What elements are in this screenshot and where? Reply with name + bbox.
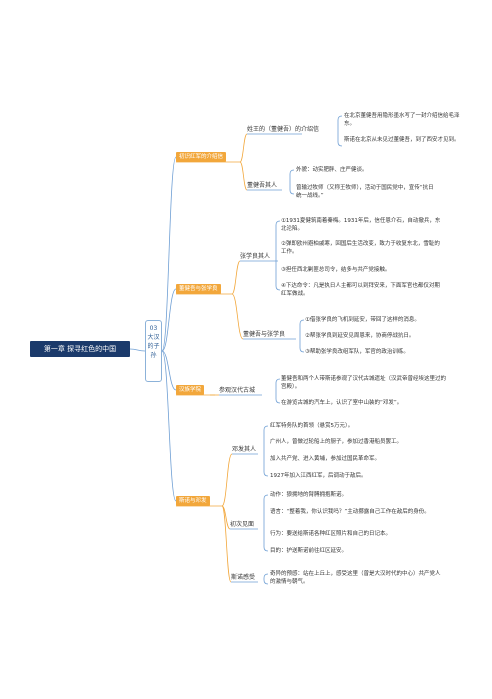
leaf-item: 行为：要送给斯诺各种红区照片和自己的日记本。 [270,531,392,537]
connector-line [231,293,244,340]
branch-letter[interactable]: 初识红军的介绍信 [176,152,227,162]
bracket-line [263,425,269,477]
leaf-item: ①1931夏健筑南着秦梅。1931年后，信任恩介石，自动撤兵，东北沦陷。 [281,218,441,232]
topic-dengfa[interactable]: 邓发其人 [232,446,256,454]
topic-snow-feeling[interactable]: 斯诺感受 [231,574,255,582]
connector-line [221,505,232,583]
bracket-line [263,494,269,552]
topic-label: 参观汉代古城 [219,387,256,394]
leaf-item: 在北京董健吾用隐形墨水写了一封介绍信给毛泽东。 [344,113,460,127]
topic-visit-han-city[interactable]: 参观汉代古城 [219,387,255,395]
topic-label: 张学良其人 [240,253,271,260]
connector-line [161,350,177,391]
bracket-line [289,169,295,195]
leaf-item: 红军特务队的首领（悬赏5万元）。 [270,423,354,429]
branch-label: 初识红军的介绍信 [179,154,224,160]
leaf-item: 语言：“整着我，你认识我吗？”主动挪露自己工作在敌后的身份。 [270,509,430,515]
topic-label: 斯诺感受 [231,574,256,581]
bracket-line [299,319,305,353]
topic-label: 姓王的（董健吾）的介绍信 [247,126,320,133]
branch-label: 斯诺与邓发 [179,498,207,504]
leaf-item: ①借张学良的飞机到延安，带回了这样的消息。 [305,317,420,323]
connector-line [221,453,233,507]
leaf-item: 曾输过牧师（又称王牧师），活动于国民党中，宣传“抗日统一战线。” [296,185,434,199]
topic-label: 董健吾其人 [247,182,278,189]
topic-dong-zhang-relation[interactable]: 董健吾与张学良 [243,331,285,339]
topic-zhang-xueliang[interactable]: 张学良其人 [240,253,270,261]
root-topic[interactable]: 第一章 探寻红色的中国 [30,341,130,357]
connector-line [129,348,146,352]
leaf-item: 加入共产党、进入黄埔，参加过国民革命军。 [270,456,381,462]
bracket-line [263,573,269,585]
connector-line [221,505,231,530]
leaf-item: ③帮助张学良改组军队，军官的政治训练。 [305,349,409,355]
center-topic[interactable]: 03 大汉的子孙 [145,320,162,382]
topic-intro-letter[interactable]: 姓王的（董健吾）的介绍信 [247,126,319,134]
leaf-item: 目的：护送斯诺前往红区延安。 [270,548,348,554]
connector-line [161,350,177,502]
leaf-item: 斯诺在北京从未见过董健吾，到了西安才见到。 [344,137,460,143]
leaf-item: 广州人，曾做过轮船上的厨子，参加过香港船员罢工。 [270,439,403,445]
center-label: 03 大汉的子孙 [147,325,160,359]
bracket-line [275,220,281,291]
leaf-item: 外貌：动实肥胖、庄严健谈。 [296,167,368,173]
root-label: 第一章 探寻红色的中国 [43,345,117,353]
leaf-item: 董健吾和两个人带斯诺参观了汉代古城遗址（汉武帝曾经埃这里过的宫殿）。 [281,376,447,390]
leaf-item: ②帮张学良到延安见周恩来，协商停战抗日。 [305,333,415,339]
connector-line [231,260,241,295]
leaf-item: ②弹即欧州避柏戚寒，回国后生活改变，致力于收复东北，雪耻的工作。 [281,241,440,255]
connector-line [239,161,248,191]
leaf-item: 奇异的预感：站在上丘上，感受这里（曾是大汉时代的中心）共产党人的激情与朝气。 [270,571,441,585]
topic-label: 初次见面 [230,521,255,528]
topic-dong-jianwu[interactable]: 董健吾其人 [247,182,277,190]
bracket-line [275,378,281,404]
leaf-item: 动作：狼拥地的臂膊拥抱斯诺。 [270,492,348,498]
branch-snow-dengfa[interactable]: 斯诺与邓发 [176,496,210,506]
leaf-item: ③担任西北剿匪总司令，结多与共产党接触。 [281,267,391,273]
connector-line [161,156,177,352]
bracket-line [337,115,343,147]
topic-first-meeting[interactable]: 初次见面 [230,521,254,529]
branch-dong-zhang[interactable]: 董健吾与张学良 [176,284,221,294]
topic-label: 董健吾与张学良 [243,331,286,338]
connector-line [161,288,177,352]
topic-label: 邓发其人 [232,446,257,453]
branch-label: 汉族学院 [179,387,202,393]
leaf-item: 1927年加入江西红军，后调动于敌后。 [270,473,367,479]
branch-han-academy[interactable]: 汉族学院 [176,385,205,395]
branch-label: 董健吾与张学良 [179,286,218,292]
leaf-item: ④下达命令：凡是执日人主都可以到拜安来，下面军官也都仅对期红军做战。 [281,283,440,297]
leaf-item: 在游览古城的汽车上，认识了室中山装的“邓发”。 [281,400,403,406]
connector-line [239,133,248,163]
